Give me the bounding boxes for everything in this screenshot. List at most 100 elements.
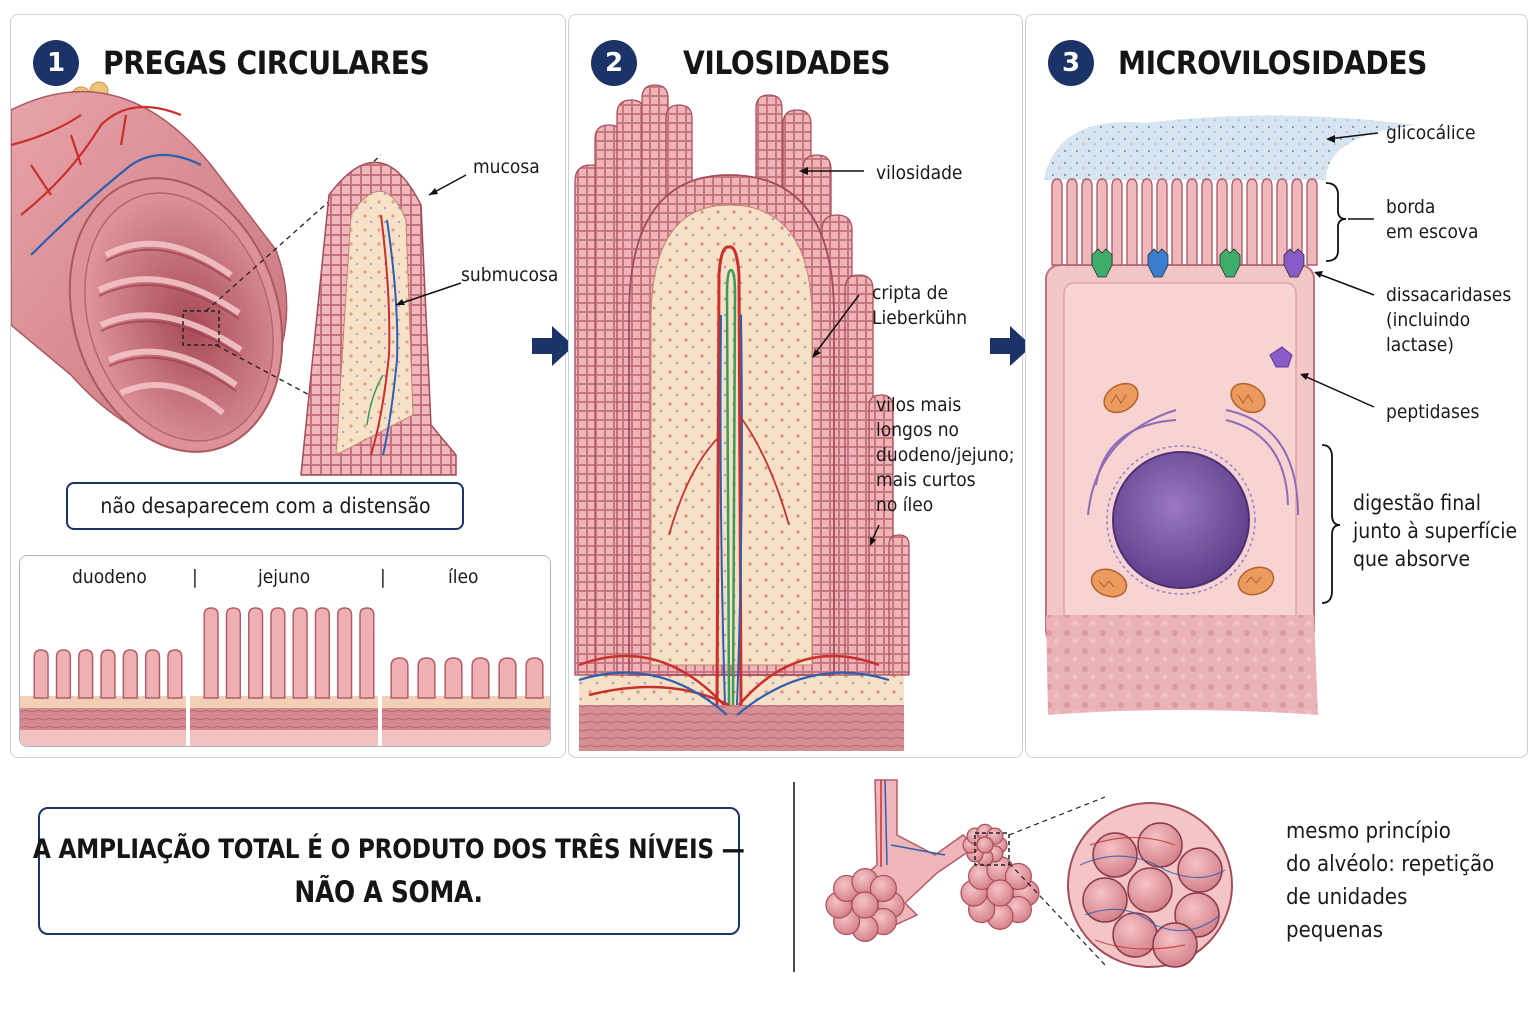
alveolus	[986, 879, 1014, 907]
circular-fold	[78, 649, 94, 699]
alveolo-text-line-3: de unidades	[1286, 885, 1408, 910]
conclusion-line-1: A AMPLIAÇÃO TOTAL É O PRODUTO DOS TRÊS N…	[33, 834, 745, 865]
microvillus	[1231, 178, 1243, 266]
label-dissacaridases-line-3: lactase)	[1386, 334, 1454, 356]
alveolo-illustration	[825, 779, 1233, 968]
microvillus	[1201, 178, 1213, 266]
enzyme-shape	[1283, 248, 1305, 278]
microvillus	[1216, 178, 1228, 266]
enzyme-shape	[1219, 248, 1241, 278]
label-digestao-line-1: digestão final	[1353, 491, 1482, 515]
circular-fold	[314, 607, 331, 699]
microvillus	[1246, 178, 1258, 266]
alveolus-magnified	[1177, 847, 1223, 893]
circular-fold	[525, 657, 544, 699]
label-dissacaridases-line-1: dissacaridases	[1386, 284, 1512, 306]
circular-fold	[444, 657, 463, 699]
villus	[868, 394, 894, 676]
alveolo-text-line-4: pequenas	[1286, 918, 1384, 943]
microvillus	[1111, 178, 1123, 266]
note-box: não desaparecem com a distensão	[66, 482, 464, 530]
label-cripta-line-1: cripta de	[872, 282, 949, 304]
panel-pregas-circulares: 1 PREGAS CIRCULARES mucosa submucosa não…	[10, 14, 566, 758]
section-divider	[793, 782, 795, 972]
circular-fold	[167, 649, 183, 699]
segments-folds-illustration	[20, 607, 550, 746]
circular-fold	[270, 607, 286, 699]
circular-fold	[55, 649, 72, 699]
note-vilos-line-2: longos no	[876, 419, 960, 441]
label-submucosa: submucosa	[461, 264, 559, 286]
circular-fold	[33, 649, 49, 699]
circular-fold	[498, 657, 517, 699]
segment-separator: |	[380, 566, 386, 588]
microvillus	[1156, 178, 1168, 266]
alveolus	[1004, 862, 1032, 891]
microvillus	[1066, 178, 1078, 266]
step-number-badge: 1	[33, 40, 79, 86]
circular-fold	[225, 607, 242, 699]
circular-fold	[144, 649, 161, 699]
circular-fold	[100, 649, 116, 699]
vilosidades-illustration	[574, 84, 910, 751]
note-text: não desaparecem com a distensão	[99, 494, 431, 518]
panel-title: MICROVILOSIDADES	[1118, 44, 1427, 82]
circular-fold	[359, 607, 375, 699]
circular-fold	[390, 657, 409, 699]
alveolo-text-line-1: mesmo princípio	[1286, 819, 1451, 844]
segment-label-duodeno: duodeno	[72, 566, 147, 588]
microvillus	[1171, 178, 1183, 266]
microvillus	[1126, 178, 1138, 266]
microvillus	[1261, 178, 1273, 266]
label-borda-line-1: borda	[1386, 196, 1436, 218]
enzyme-shape	[1091, 248, 1113, 278]
circular-fold	[471, 657, 490, 699]
microvillus	[1291, 178, 1303, 266]
microvillus	[1096, 178, 1108, 266]
microvillus	[1276, 178, 1288, 266]
alveolus	[851, 891, 879, 919]
microvillus	[1306, 178, 1318, 266]
label-glicocalice: glicocálice	[1386, 122, 1476, 144]
microvillus	[1051, 178, 1063, 266]
step-number-badge: 3	[1048, 40, 1094, 86]
segments-comparison: duodeno | jejuno | íleo	[19, 555, 551, 747]
segment-separator: |	[192, 566, 198, 588]
label-peptidases: peptidases	[1386, 401, 1480, 423]
microvillus	[1081, 178, 1093, 266]
conclusion-line-2: NÃO A SOMA.	[294, 875, 484, 909]
panel-title: PREGAS CIRCULARES	[103, 44, 430, 82]
arrow-right-icon	[990, 326, 1032, 366]
label-vilosidade: vilosidade	[876, 162, 963, 184]
segment-label-jejuno: jejuno	[258, 566, 311, 588]
alveolus-magnified	[1152, 922, 1198, 968]
label-cripta-line-2: Lieberkühn	[872, 307, 968, 329]
alveolus-magnified	[1127, 867, 1173, 913]
step-number-badge: 2	[591, 40, 637, 86]
alveolus	[869, 874, 897, 903]
circular-fold	[203, 607, 219, 699]
alveolus-magnified	[1092, 832, 1138, 878]
panel-microvilosidades: 3 MICROVILOSIDADES glicocálice borda em …	[1025, 14, 1528, 758]
note-vilos-line-1: vilos mais	[876, 394, 962, 416]
conclusion-box: A AMPLIAÇÃO TOTAL É O PRODUTO DOS TRÊS N…	[33, 807, 745, 935]
label-digestao-line-3: que absorve	[1353, 547, 1471, 571]
pregas-circulares-illustration	[11, 81, 467, 476]
circular-fold	[247, 607, 264, 699]
microvillus	[1141, 178, 1153, 266]
microvilosidades-illustration	[1044, 115, 1416, 715]
arrow-right-icon	[532, 326, 574, 366]
circular-fold	[336, 607, 353, 699]
circular-fold	[122, 649, 138, 699]
label-dissacaridases-line-2: (incluindo	[1386, 309, 1471, 331]
label-digestao-line-2: junto à superfície	[1353, 519, 1518, 543]
segment-label-ileo: íleo	[448, 566, 479, 588]
note-vilos-line-5: no íleo	[876, 494, 934, 516]
alveolo-text-line-2: do alvéolo: repetição	[1286, 852, 1495, 877]
panel-title: VILOSIDADES	[683, 44, 891, 82]
circular-fold	[292, 607, 308, 699]
panel-3-header: 3 MICROVILOSIDADES	[1048, 37, 1469, 89]
label-borda-line-2: em escova	[1386, 221, 1479, 243]
panel-vilosidades: 2 VILOSIDADES vilosidade cripta de Liebe…	[568, 14, 1023, 758]
panel-2-header: 2 VILOSIDADES	[591, 37, 918, 89]
